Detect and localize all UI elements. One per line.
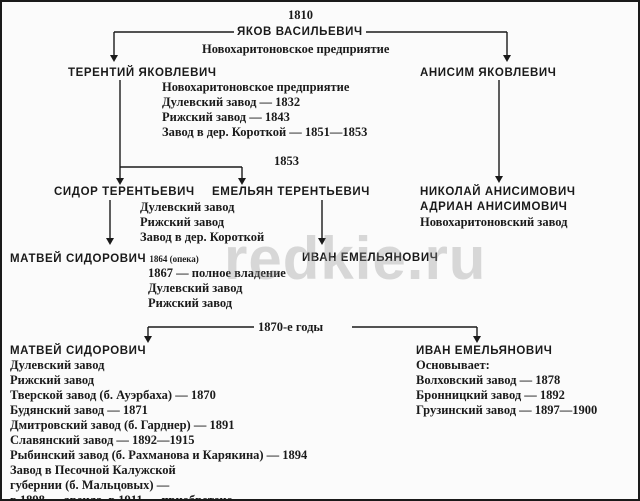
- year-1853: 1853: [274, 154, 299, 168]
- matvei-holdings: 1867 — полное владение Дулевский завод Р…: [148, 266, 286, 311]
- matvei-5-holding-item: Дмитровский завод (б. Гарднер) — 1891: [10, 418, 235, 432]
- terenty-holding-item: Рижский завод — 1843: [162, 110, 290, 124]
- matvei-holding-item: Дулевский завод: [148, 281, 243, 295]
- matvei-name: МАТВЕЙ СИДОРОВИЧ: [10, 253, 147, 265]
- matvei-5-holding-item: Славянский завод — 1892—1915: [10, 433, 195, 447]
- terenty-holding-item: Дулевский завод — 1832: [162, 95, 301, 109]
- year-1810: 1810: [288, 8, 313, 22]
- node-terenty: ТЕРЕНТИЙ ЯКОВЛЕВИЧ: [68, 67, 217, 79]
- emelyan-holding-item: Дулевский завод: [140, 200, 235, 214]
- matvei-5-holding-item: Завод в Песочной Калужской: [10, 463, 176, 477]
- matvei-holding-item: 1867 — полное владение: [148, 266, 286, 280]
- matvei-note: 1864 (опека): [149, 254, 199, 264]
- yakov-enterprise: Новохаритоновское предприятие: [202, 42, 390, 56]
- matvei-5-holding-item: в 1898 — аренда, в 1911 — приобретено: [10, 493, 233, 501]
- matvei-5-holdings: Дулевский завод Рижский завод Тверской з…: [10, 358, 308, 501]
- arrow-anisim: [503, 55, 511, 62]
- arrow-emelyan: [238, 178, 246, 185]
- node-ivan: ИВАН ЕМЕЛЬЯНОВИЧ: [302, 252, 439, 264]
- terenty-holdings: Новохаритоновское предприятие Дулевский …: [162, 80, 367, 140]
- year-1870s: 1870-е годы: [258, 320, 324, 334]
- arrow-nikolai: [495, 176, 503, 183]
- emelyan-holding-item: Рижский завод: [140, 215, 225, 229]
- nikolai-holding-item: Новохаритоновский завод: [420, 215, 568, 229]
- ivan-5-holding-item: Грузинский завод — 1897—1900: [416, 403, 598, 417]
- node-ivan-5: ИВАН ЕМЕЛЬЯНОВИЧ: [416, 345, 553, 357]
- matvei-holding-item: Рижский завод: [148, 296, 233, 310]
- ivan-5-holding-item: Волховский завод — 1878: [416, 373, 561, 387]
- arrow-ivan: [318, 238, 326, 245]
- matvei-5-holding-item: Дулевский завод: [10, 358, 105, 372]
- arrow-matvei-5: [144, 336, 152, 343]
- arrow-sidor: [116, 178, 124, 185]
- arrow-ivan-5: [473, 336, 481, 343]
- ivan-5-founds-label: Основывает:: [416, 358, 490, 372]
- emelyan-holdings: Дулевский завод Рижский завод Завод в де…: [140, 200, 264, 245]
- arrow-terenty: [110, 55, 118, 62]
- node-yakov: ЯКОВ ВАСИЛЬЕВИЧ: [234, 25, 366, 39]
- matvei-5-holding-item: Тверской завод (б. Ауэрбаха) — 1870: [10, 388, 216, 402]
- node-emelyan: ЕМЕЛЬЯН ТЕРЕНТЬЕВИЧ: [212, 186, 370, 198]
- matvei-5-holding-item: Рыбинский завод (б. Рахманова и Карякина…: [10, 448, 308, 462]
- ivan-5-holdings: Основывает: Волховский завод — 1878 Брон…: [416, 358, 597, 418]
- matvei-5-holding-item: губернии (б. Мальцовых) —: [10, 478, 170, 492]
- node-nikolai: НИКОЛАЙ АНИСИМОВИЧ: [420, 186, 576, 198]
- ivan-5-holding-item: Бронницкий завод — 1892: [416, 388, 565, 402]
- terenty-holding-item: Завод в дер. Короткой — 1851—1853: [162, 125, 368, 139]
- node-adrian: АДРИАН АНИСИМОВИЧ: [420, 201, 568, 213]
- terenty-holding-item: Новохаритоновское предприятие: [162, 80, 350, 94]
- matvei-5-holding-item: Рижский завод: [10, 373, 95, 387]
- emelyan-holding-item: Завод в дер. Короткой: [140, 230, 265, 244]
- node-anisim: АНИСИМ ЯКОВЛЕВИЧ: [420, 67, 557, 79]
- node-matvei-5: МАТВЕЙ СИДОРОВИЧ: [10, 345, 147, 357]
- matvei-5-holding-item: Будянский завод — 1871: [10, 403, 148, 417]
- arrow-matvei: [106, 238, 114, 245]
- node-matvei: МАТВЕЙ СИДОРОВИЧ 1864 (опека): [10, 251, 199, 266]
- node-sidor: СИДОР ТЕРЕНТЬЕВИЧ: [54, 186, 195, 198]
